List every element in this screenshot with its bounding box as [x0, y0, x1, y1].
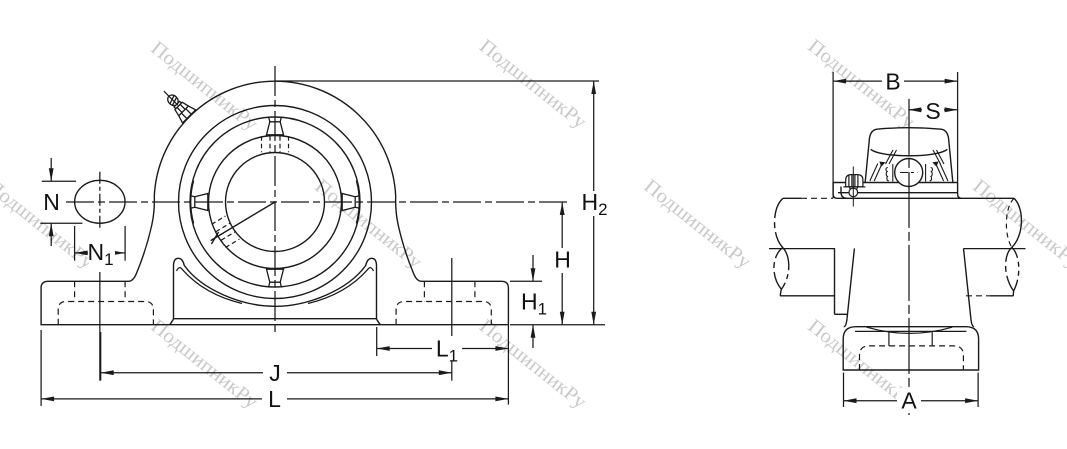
svg-text:ПодшипникРу: ПодшипникРу	[640, 175, 755, 273]
svg-text:ПодшипникРу: ПодшипникРу	[147, 37, 262, 135]
svg-text:B: B	[885, 68, 900, 94]
svg-text:S: S	[925, 98, 940, 124]
svg-text:ПодшипникРу: ПодшипникРу	[969, 175, 1067, 273]
svg-text:ПодшипникРу: ПодшипникРу	[475, 35, 590, 133]
svg-text:H: H	[554, 247, 571, 273]
svg-text:J: J	[269, 360, 281, 386]
svg-text:N: N	[43, 189, 60, 215]
svg-text:L: L	[268, 386, 281, 412]
svg-text:H1: H1	[521, 289, 547, 319]
svg-text:A: A	[901, 388, 917, 414]
